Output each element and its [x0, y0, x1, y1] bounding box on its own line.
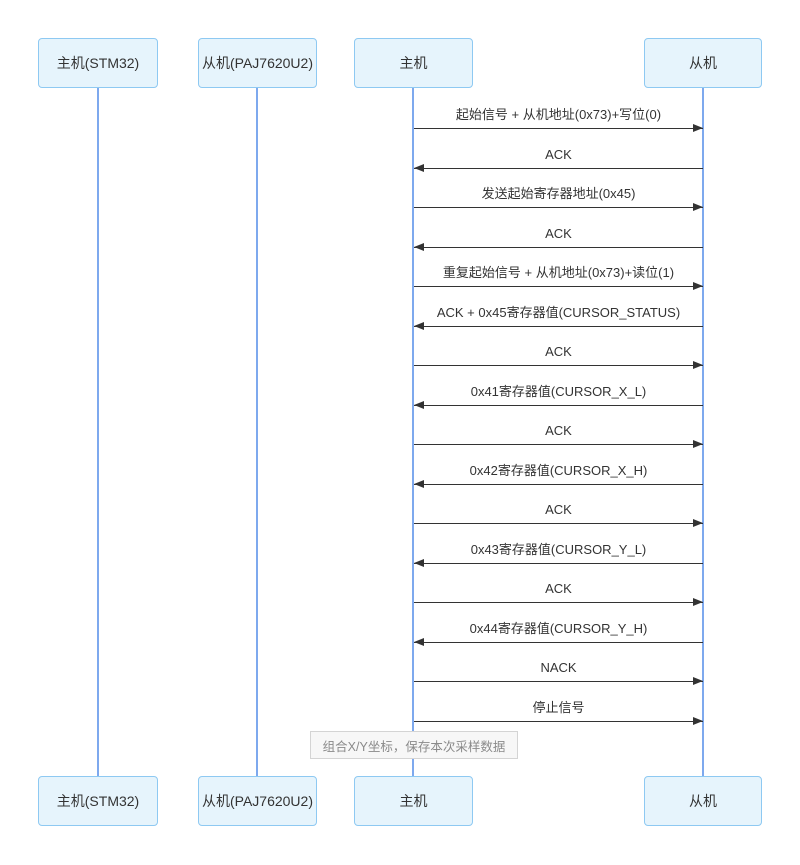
actor-label: 从机(PAJ7620U2)	[201, 793, 313, 809]
lifeline-host	[412, 88, 414, 776]
message-3: 发送起始寄存器地址(0x45)	[414, 185, 703, 212]
arrow-right-icon	[414, 282, 703, 291]
actor-top-host: 主机	[354, 38, 473, 88]
actor-bottom-slave-paj7620u2: 从机(PAJ7620U2)	[198, 776, 317, 826]
message-label: ACK	[545, 146, 572, 162]
arrow-right-icon	[414, 717, 703, 725]
message-5: 重复起始信号 + 从机地址(0x73)+读位(1)	[414, 264, 703, 291]
message-label: ACK	[545, 581, 572, 597]
actor-label: 从机	[689, 793, 717, 809]
message-label: ACK	[545, 502, 572, 518]
arrow-right-icon	[414, 598, 703, 607]
message-15: NACK	[414, 659, 703, 686]
arrow-left-icon	[414, 400, 703, 409]
actor-label: 主机(STM32)	[56, 55, 140, 71]
message-7: ACK	[414, 343, 703, 370]
message-9: ACK	[414, 422, 703, 449]
message-label: 发送起始寄存器地址(0x45)	[481, 186, 636, 202]
message-label: NACK	[540, 660, 577, 676]
actor-label: 主机	[399, 793, 428, 809]
note-text: 组合X/Y坐标，保存本次采样数据	[322, 739, 506, 754]
actor-top-slave: 从机	[644, 38, 762, 88]
message-label: 0x43寄存器值(CURSOR_Y_L)	[470, 541, 647, 557]
arrow-left-icon	[414, 558, 703, 567]
message-4: ACK	[414, 225, 703, 251]
message-label: ACK	[545, 344, 572, 360]
actor-bottom-host: 主机	[354, 776, 473, 826]
message-8: 0x41寄存器值(CURSOR_X_L)	[414, 383, 703, 409]
lifeline-slave	[702, 88, 704, 776]
actor-label: 从机	[689, 55, 717, 71]
actor-top-host-stm32: 主机(STM32)	[38, 38, 158, 88]
message-2: ACK	[414, 146, 703, 172]
message-label: 0x42寄存器值(CURSOR_X_H)	[469, 462, 648, 478]
arrow-left-icon	[414, 479, 703, 488]
note-box: 组合X/Y坐标，保存本次采样数据	[310, 731, 518, 759]
message-11: ACK	[414, 501, 703, 528]
message-10: 0x42寄存器值(CURSOR_X_H)	[414, 462, 703, 488]
arrow-left-icon	[414, 242, 703, 251]
message-label: ACK	[545, 423, 572, 439]
actor-label: 主机	[399, 55, 428, 71]
message-label: ACK	[545, 225, 572, 241]
message-label: 0x44寄存器值(CURSOR_Y_H)	[469, 620, 648, 636]
arrow-right-icon	[414, 203, 703, 212]
arrow-left-icon	[414, 163, 703, 172]
arrow-right-icon	[414, 519, 703, 528]
arrow-left-icon	[414, 637, 703, 646]
lifeline-slave-paj7620u2	[256, 88, 258, 776]
message-16: 停止信号	[414, 699, 703, 725]
message-label: 停止信号	[532, 700, 585, 715]
message-label: 起始信号 + 从机地址(0x73)+写位(0)	[455, 107, 662, 122]
arrow-right-icon	[414, 361, 703, 370]
message-14: 0x44寄存器值(CURSOR_Y_H)	[414, 620, 703, 646]
actor-label: 主机(STM32)	[56, 793, 140, 809]
message-label: 0x41寄存器值(CURSOR_X_L)	[470, 383, 647, 399]
lifeline-host-stm32	[97, 88, 99, 776]
actor-bottom-slave: 从机	[644, 776, 762, 826]
arrow-left-icon	[414, 321, 703, 330]
message-1: 起始信号 + 从机地址(0x73)+写位(0)	[414, 106, 703, 132]
message-12: 0x43寄存器值(CURSOR_Y_L)	[414, 541, 703, 567]
message-6: ACK + 0x45寄存器值(CURSOR_STATUS)	[414, 304, 703, 330]
actor-bottom-host-stm32: 主机(STM32)	[38, 776, 158, 826]
message-label: ACK + 0x45寄存器值(CURSOR_STATUS)	[436, 304, 681, 320]
arrow-right-icon	[414, 124, 703, 132]
message-13: ACK	[414, 580, 703, 607]
arrow-right-icon	[414, 677, 703, 686]
actor-label: 从机(PAJ7620U2)	[201, 55, 313, 71]
actor-top-slave-paj7620u2: 从机(PAJ7620U2)	[198, 38, 317, 88]
arrow-right-icon	[414, 440, 703, 449]
message-label: 重复起始信号 + 从机地址(0x73)+读位(1)	[442, 265, 675, 281]
